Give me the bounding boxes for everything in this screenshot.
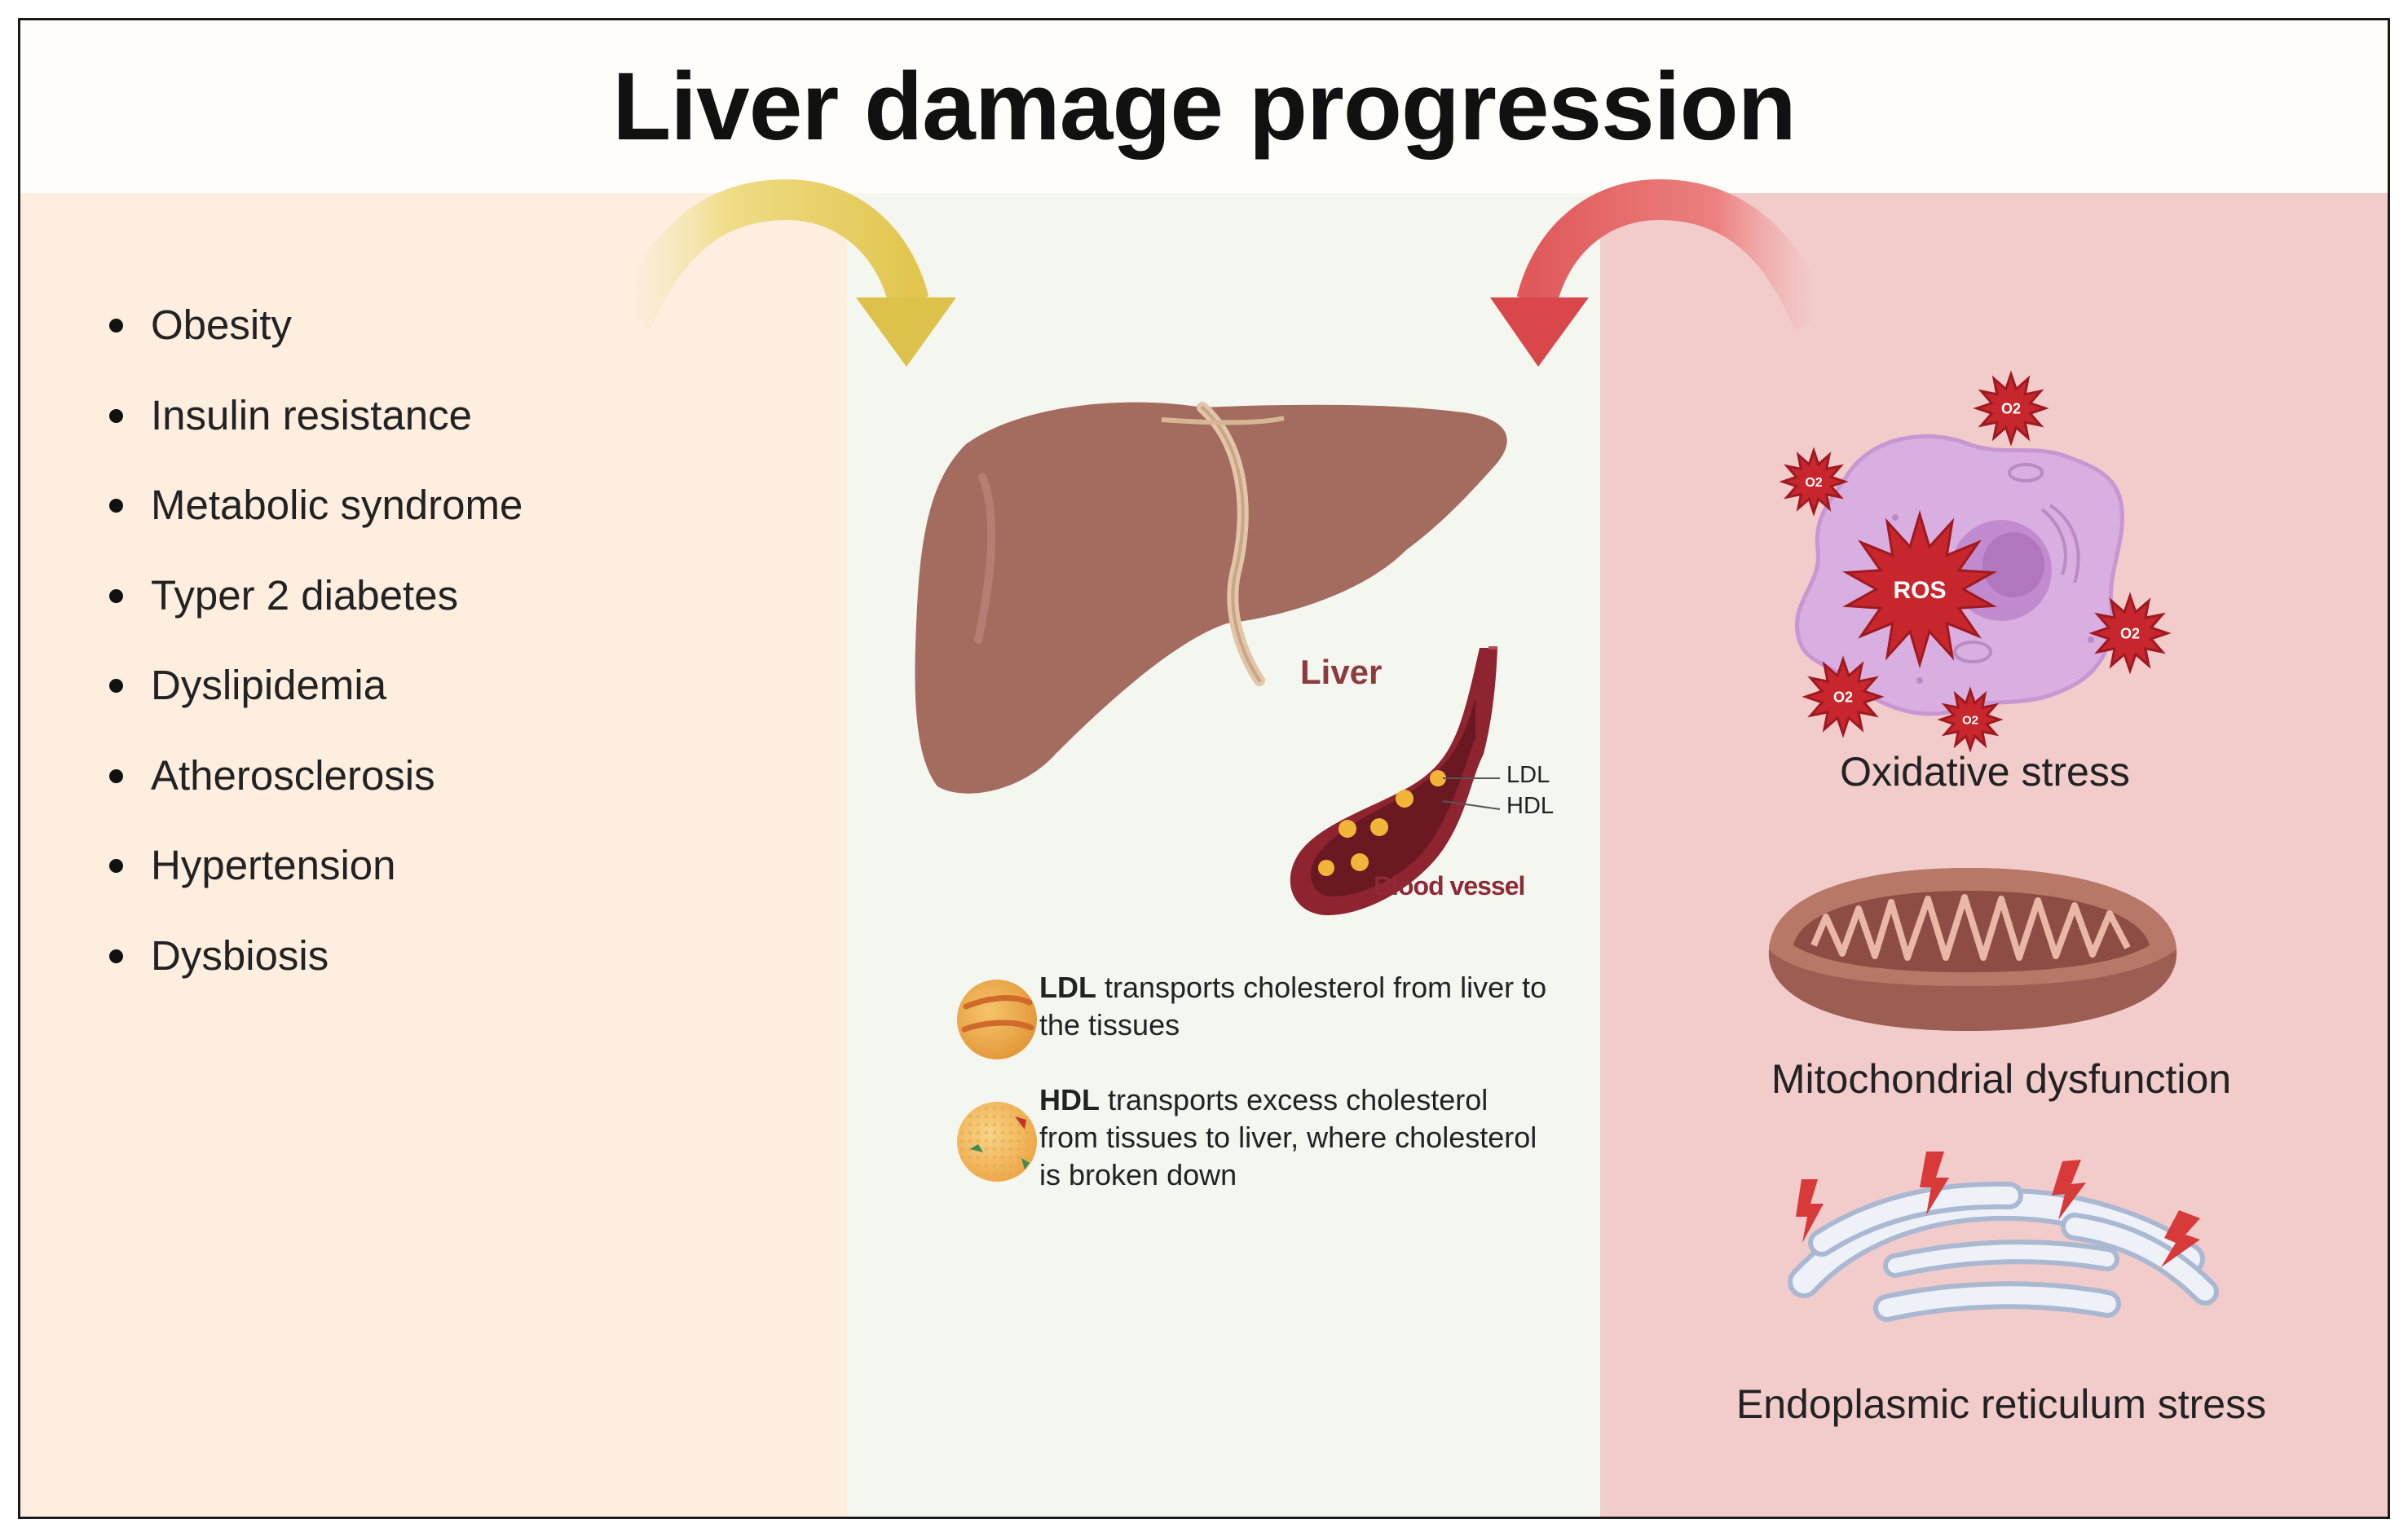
ros-label: ROS bbox=[1893, 577, 1946, 604]
o2-label: O2 bbox=[1962, 713, 1978, 727]
list-item: Dysbiosis bbox=[108, 935, 523, 1025]
o2-burst-icon: O2 bbox=[1973, 370, 2049, 447]
o2-burst-icon: O2 bbox=[1779, 447, 1849, 517]
list-item: Hypertension bbox=[108, 844, 523, 935]
figure-frame: Liver damage progression Obesity Insulin… bbox=[18, 18, 2390, 1519]
o2-label: O2 bbox=[2001, 400, 2021, 416]
list-item: Typer 2 diabetes bbox=[108, 575, 523, 665]
ldl-tag: LDL bbox=[1506, 762, 1550, 788]
hdl-description: HDL transports excess cholesterol from t… bbox=[1039, 1081, 1553, 1194]
list-item: Metabolic syndrome bbox=[108, 484, 523, 575]
endoplasmic-reticulum-icon bbox=[1788, 1181, 2219, 1322]
risk-factors-panel bbox=[20, 193, 847, 1517]
ldl-term: LDL bbox=[1039, 971, 1096, 1004]
lightning-icons bbox=[1796, 1152, 2200, 1267]
blood-vessel-icon bbox=[1290, 646, 1501, 916]
hdl-text: transports excess cholesterol from tissu… bbox=[1039, 1083, 1537, 1192]
oxidative-stress-label: Oxidative stress bbox=[1840, 749, 2130, 795]
list-item: Obesity bbox=[108, 304, 523, 394]
list-item: Dyslipidemia bbox=[108, 664, 523, 755]
o2-label: O2 bbox=[1805, 476, 1822, 490]
red-curved-arrow bbox=[1490, 178, 1833, 367]
ldl-text: transports cholesterol from liver to the… bbox=[1039, 971, 1547, 1042]
hdl-tag: HDL bbox=[1506, 793, 1555, 819]
mitochondrion-icon bbox=[1768, 868, 2177, 1031]
o2-burst-icon: O2 bbox=[1802, 655, 1885, 738]
ldl-description: LDL transports cholesterol from liver to… bbox=[1039, 969, 1561, 1044]
ldl-particle-icon bbox=[957, 980, 1037, 1059]
o2-label: O2 bbox=[2120, 625, 2140, 641]
liver-icon bbox=[915, 402, 1507, 794]
list-item: Insulin resistance bbox=[108, 394, 523, 485]
blood-vessel-label: Blood vessel bbox=[1374, 871, 1525, 901]
yellow-curved-arrow bbox=[612, 178, 956, 367]
hdl-term: HDL bbox=[1039, 1083, 1100, 1116]
er-stress-label: Endoplasmic reticulum stress bbox=[1735, 1381, 2267, 1427]
o2-burst-icon: O2 bbox=[2088, 592, 2172, 675]
o2-burst-icon: O2 bbox=[1937, 686, 2004, 753]
list-item: Atherosclerosis bbox=[108, 755, 523, 845]
liver-label: Liver bbox=[1300, 653, 1383, 691]
mitochondrial-dysfunction-label: Mitochondrial dysfunction bbox=[1771, 1056, 2232, 1102]
risk-factor-list: Obesity Insulin resistance Metabolic syn… bbox=[108, 304, 523, 1025]
o2-label: O2 bbox=[1833, 689, 1853, 705]
ros-burst-icon: ROS bbox=[1842, 509, 1997, 669]
page-title: Liver damage progression bbox=[612, 53, 1796, 161]
hdl-particle-icon bbox=[957, 1102, 1037, 1182]
